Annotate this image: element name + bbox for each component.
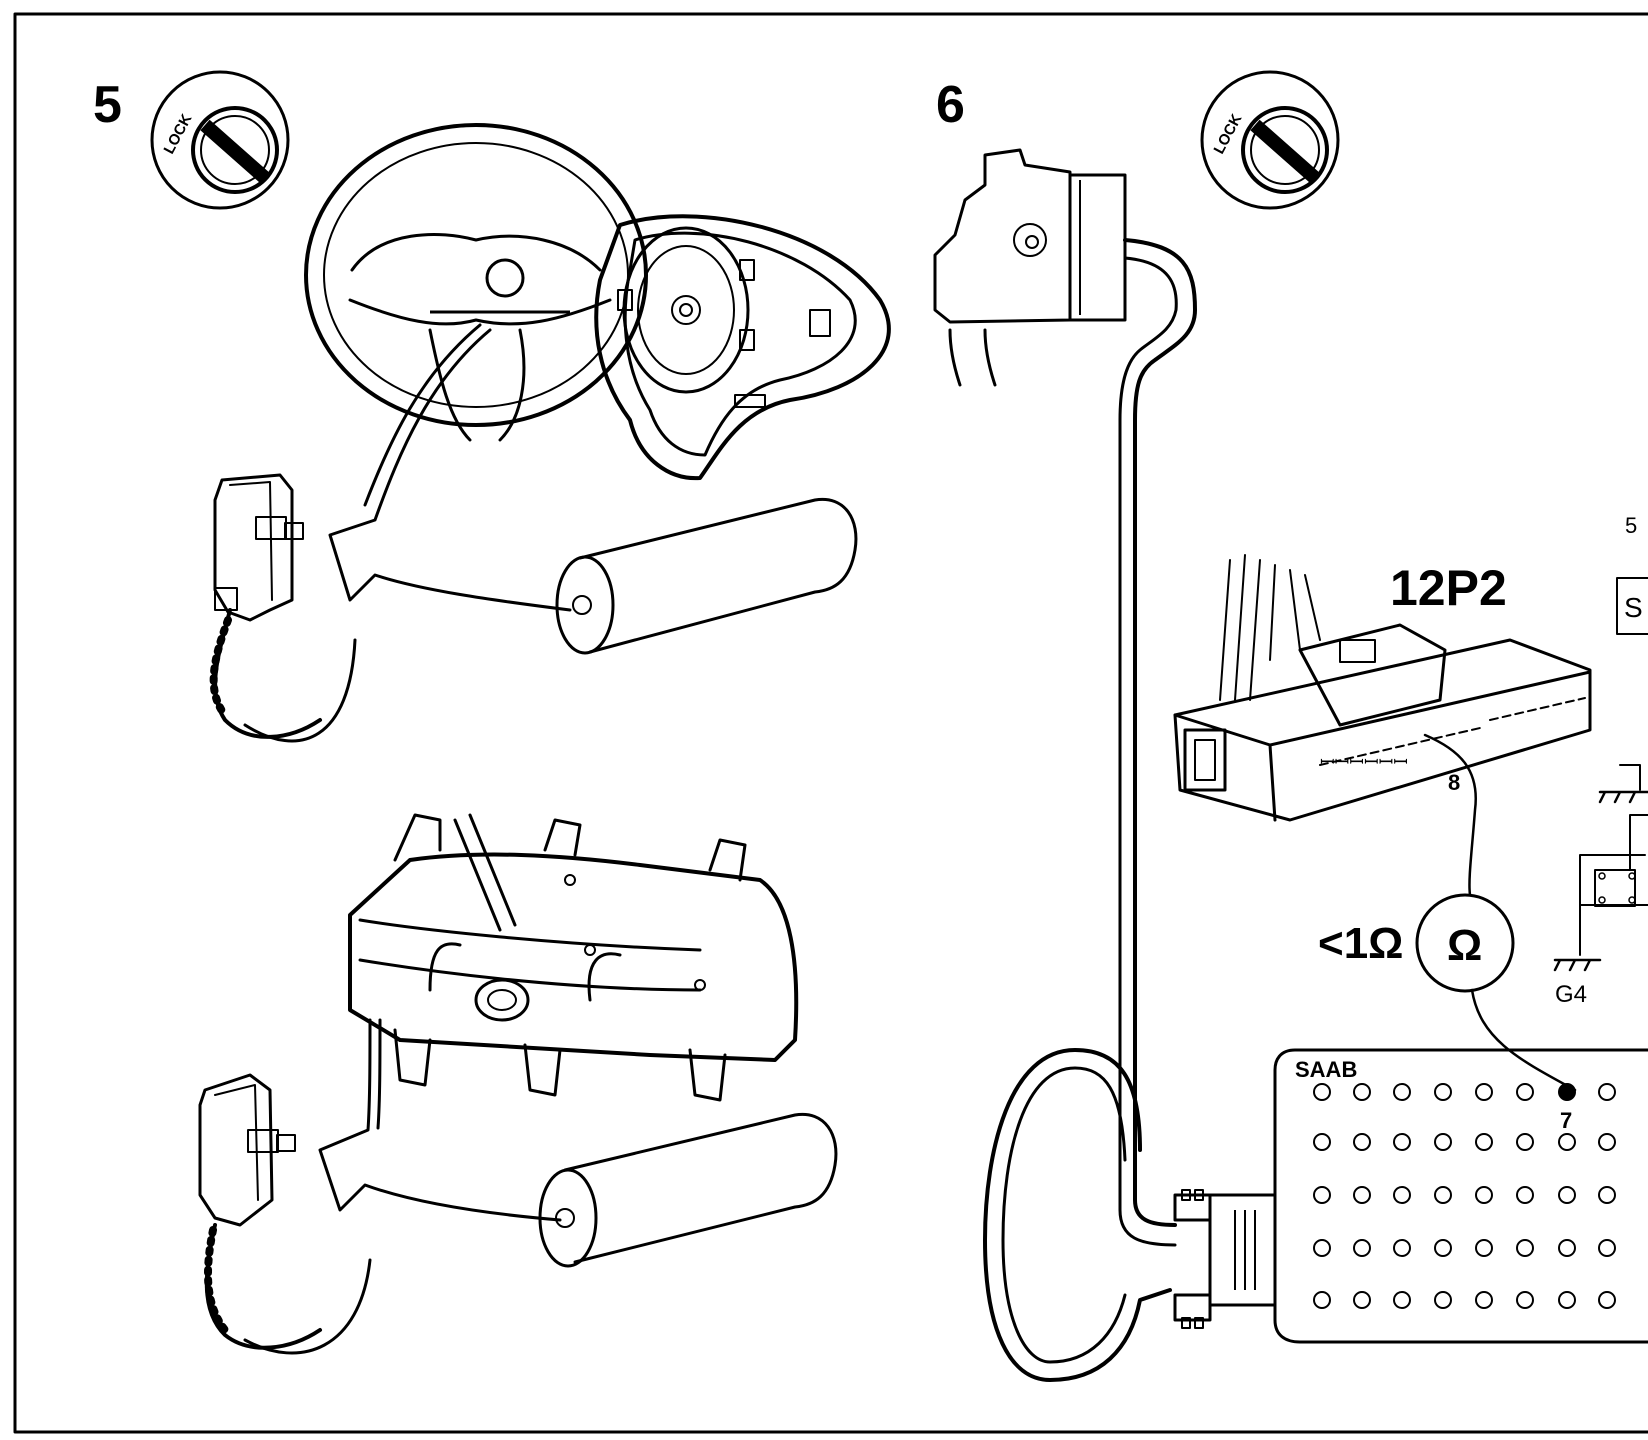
steering-column-contact-unit <box>933 148 1127 387</box>
ignition-lock-icon-5: LOCK <box>150 70 290 210</box>
step-5-number: 5 <box>93 76 122 134</box>
test-box-plug <box>1173 1189 1277 1329</box>
test-box-sockets <box>1313 1083 1616 1309</box>
edge-fragment-top: 5 <box>1625 513 1637 538</box>
passenger-airbag-module <box>348 813 799 1102</box>
lock-label-6: LOCK <box>1211 111 1246 157</box>
resistance-reading: <1Ω <box>1318 919 1403 968</box>
ignition-lock-icon-6: LOCK <box>1200 70 1340 210</box>
lead-pin8-to-meter <box>1423 733 1477 897</box>
loop-cable <box>983 1048 1172 1382</box>
svg-text:ꟷꟷꟷꟷꟷꟷ: ꟷꟷꟷꟷꟷꟷ <box>1320 752 1408 772</box>
test-cylinder-5-upper <box>555 497 858 655</box>
arrow-5-upper <box>328 328 572 612</box>
lock-label-5: LOCK <box>161 111 196 157</box>
connector-12p2-label: 12P2 <box>1390 560 1507 616</box>
lead-meter-to-pin7 <box>1470 988 1577 1092</box>
step-6-number: 6 <box>936 76 965 134</box>
connector-5-upper <box>209 473 357 743</box>
ohmmeter-symbol: Ω <box>1447 921 1482 970</box>
edge-fragment-box: S <box>1624 592 1643 623</box>
steering-wheel <box>304 123 648 442</box>
ohmmeter-icon: Ω <box>1415 893 1515 993</box>
test-box-pin-7: 7 <box>1560 1108 1572 1133</box>
connector-12p2: ꟷꟷꟷꟷꟷꟷ 8 <box>1173 554 1592 822</box>
test-cable <box>1123 238 1197 1227</box>
arrow-5-lower <box>318 1018 562 1222</box>
test-cylinder-5-lower <box>538 1112 838 1268</box>
connector-5-lower <box>198 1073 372 1355</box>
ground-g4-label: G4 <box>1555 981 1587 1008</box>
steering-airbag-module <box>594 214 891 481</box>
saab-test-box: SAAB <box>1273 1048 1648 1344</box>
saab-brand-label: SAAB <box>1295 1057 1357 1082</box>
outer-frame <box>13 12 1648 1434</box>
connector-pin-8: 8 <box>1448 770 1460 795</box>
circuit-fragment: 5 S G4 <box>1553 513 1648 1008</box>
